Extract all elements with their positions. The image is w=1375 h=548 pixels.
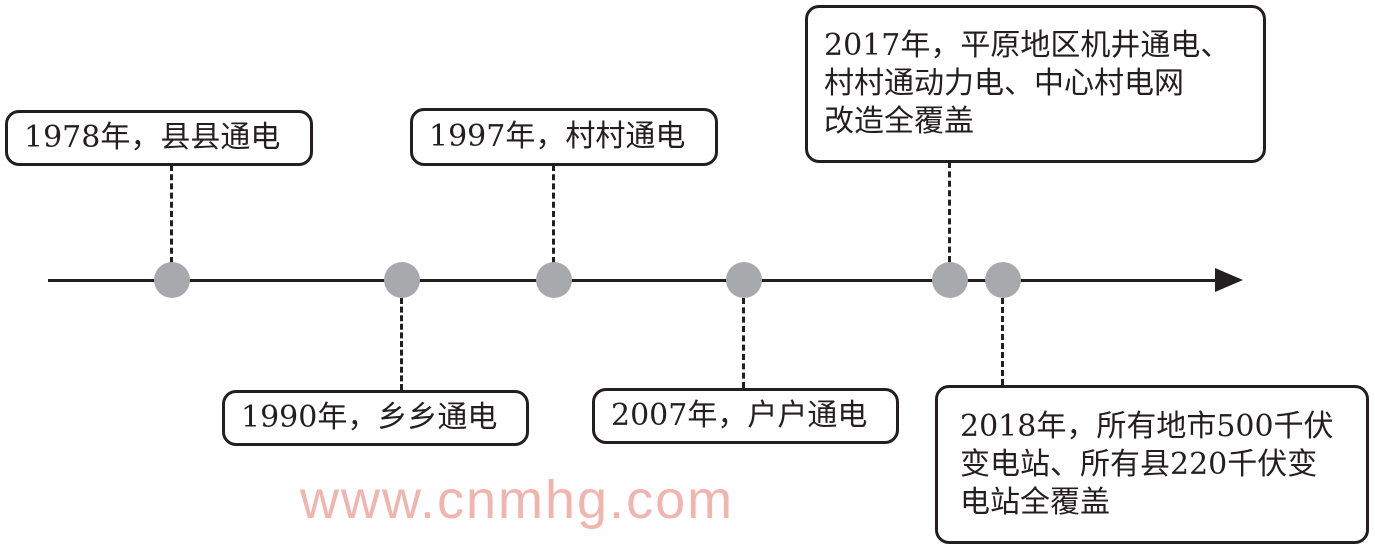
arrow-head-icon (1215, 268, 1243, 292)
event-text: 1997年，村村通电 (429, 119, 686, 154)
connector-2007 (742, 298, 745, 388)
watermark: www.cnmhg.com (300, 470, 735, 530)
timeline-node-2018 (985, 262, 1021, 298)
event-text: 2007年，户户通电 (611, 398, 868, 433)
event-text: 1990年，乡乡通电 (241, 400, 498, 435)
connector-1990 (400, 298, 403, 390)
event-text: 变电站、所有县220千伏变 (960, 446, 1318, 482)
connector-1978 (170, 165, 173, 263)
event-box-2017: 2017年，平原地区机井通电、 村村通动力电、中心村电网 改造全覆盖 (805, 5, 1266, 163)
event-text: 1978年，县县通电 (24, 120, 281, 155)
event-box-1978: 1978年，县县通电 (5, 110, 313, 166)
timeline-node-1997 (536, 262, 572, 298)
timeline-axis (48, 279, 1228, 282)
event-text: 村村通动力电、中心村电网 (824, 66, 1184, 101)
event-box-1997: 1997年，村村通电 (410, 108, 718, 166)
event-text: 2017年，平原地区机井通电、 (824, 28, 1231, 63)
timeline-node-1990 (384, 262, 420, 298)
timeline-node-2017 (932, 262, 968, 298)
timeline-node-1978 (154, 262, 190, 298)
event-box-2007: 2007年，户户通电 (592, 388, 899, 444)
connector-2017 (948, 162, 951, 262)
connector-2018 (1001, 298, 1004, 385)
event-box-2018: 2018年，所有地市500千伏 变电站、所有县220千伏变 电站全覆盖 (935, 385, 1369, 544)
event-box-1990: 1990年，乡乡通电 (222, 390, 529, 446)
connector-1997 (552, 165, 555, 263)
event-text: 改造全覆盖 (824, 104, 974, 139)
event-text: 2018年，所有地市500千伏 (960, 408, 1334, 444)
timeline-node-2007 (726, 262, 762, 298)
event-text: 电站全覆盖 (960, 484, 1110, 520)
